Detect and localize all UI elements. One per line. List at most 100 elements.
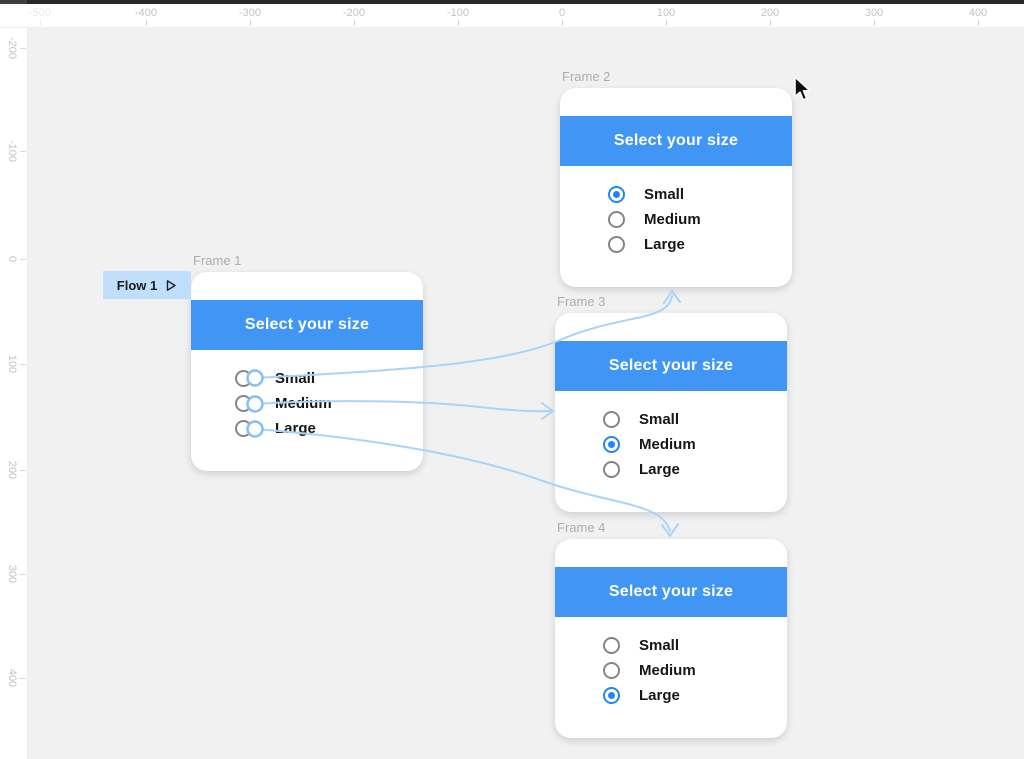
- radio-button-icon[interactable]: [608, 236, 625, 253]
- radio-button-icon[interactable]: [603, 436, 620, 453]
- ruler-tick: [20, 678, 26, 679]
- frame-title-bar: Select your size: [191, 300, 423, 350]
- ruler-tick-label: -200: [6, 36, 18, 60]
- radio-button-icon[interactable]: [603, 461, 620, 478]
- ruler-tick-label: 0: [6, 255, 18, 263]
- ruler-tick-label: -100: [6, 139, 18, 163]
- flow-badge-label: Flow 1: [116, 277, 158, 293]
- frame-name-label[interactable]: Frame 1: [193, 253, 242, 268]
- radio-option[interactable]: Small: [191, 366, 423, 391]
- ruler-tick: [20, 151, 26, 152]
- radio-button-icon[interactable]: [608, 211, 625, 228]
- frame-title-bar: Select your size: [555, 341, 787, 391]
- frame-title: Select your size: [608, 583, 734, 600]
- radio-option[interactable]: Medium: [555, 658, 787, 683]
- ruler-tick-label: -300: [238, 7, 262, 19]
- radio-button-icon[interactable]: [603, 687, 620, 704]
- mouse-cursor-icon: [794, 76, 811, 101]
- radio-option[interactable]: Large: [560, 232, 792, 257]
- radio-option-label: Large: [639, 687, 680, 704]
- radio-option[interactable]: Large: [191, 416, 423, 441]
- ruler-tick-label: 100: [656, 7, 676, 19]
- radio-option-label: Large: [644, 236, 685, 253]
- radio-option-label: Small: [275, 370, 316, 387]
- radio-option[interactable]: Medium: [191, 391, 423, 416]
- ruler-tick-label: 0: [558, 7, 566, 19]
- radio-option-label: Medium: [639, 662, 696, 679]
- radio-button-icon[interactable]: [235, 395, 252, 412]
- frame-title: Select your size: [613, 132, 739, 149]
- radio-option[interactable]: Large: [555, 457, 787, 482]
- radio-button-icon[interactable]: [235, 420, 252, 437]
- radio-button-icon[interactable]: [603, 411, 620, 428]
- frame-title: Select your size: [608, 357, 734, 374]
- radio-option-label: Large: [275, 420, 316, 437]
- radio-option-label: Medium: [644, 211, 701, 228]
- radio-button-icon[interactable]: [608, 186, 625, 203]
- radio-option[interactable]: Small: [555, 633, 787, 658]
- ruler-tick: [770, 20, 771, 26]
- radio-option-label: Medium: [275, 395, 332, 412]
- radio-option-label: Small: [644, 186, 685, 203]
- ruler-tick: [40, 20, 41, 26]
- ruler-tick-label: 400: [968, 7, 988, 19]
- radio-option[interactable]: Small: [560, 182, 792, 207]
- ruler-tick: [458, 20, 459, 26]
- frame-title-bar: Select your size: [555, 567, 787, 617]
- frame-name-label[interactable]: Frame 3: [557, 294, 606, 309]
- ruler-tick-label: 100: [6, 354, 18, 374]
- radio-button-icon[interactable]: [603, 662, 620, 679]
- arrowhead-right-icon: [541, 402, 554, 420]
- ruler-tick: [250, 20, 251, 26]
- ruler-vertical[interactable]: -200 -100 0 100 200 300 400: [0, 4, 28, 759]
- ruler-tick-label: -200: [342, 7, 366, 19]
- ruler-corner: [0, 0, 27, 4]
- radio-option-label: Medium: [639, 436, 696, 453]
- window-top-edge: [0, 0, 1024, 4]
- ruler-tick: [20, 470, 26, 471]
- flow-badge[interactable]: Flow 1: [103, 271, 191, 299]
- radio-option-label: Large: [639, 461, 680, 478]
- radio-button-icon[interactable]: [235, 370, 252, 387]
- ruler-tick: [20, 574, 26, 575]
- frame-name-label[interactable]: Frame 4: [557, 520, 606, 535]
- ruler-tick: [874, 20, 875, 26]
- radio-option[interactable]: Medium: [560, 207, 792, 232]
- arrowhead-down-icon: [661, 523, 679, 537]
- ruler-tick: [20, 48, 26, 49]
- arrowhead-up-icon: [663, 290, 681, 304]
- radio-option-label: Small: [639, 411, 680, 428]
- radio-button-icon[interactable]: [603, 637, 620, 654]
- ruler-tick-label: 300: [6, 564, 18, 584]
- ruler-tick-label: 200: [760, 7, 780, 19]
- ruler-tick: [978, 20, 979, 26]
- ruler-tick-label: 200: [6, 460, 18, 480]
- frame-name-label[interactable]: Frame 2: [562, 69, 611, 84]
- ruler-tick: [562, 20, 563, 26]
- ruler-tick: [146, 20, 147, 26]
- radio-option[interactable]: Medium: [555, 432, 787, 457]
- play-outline-icon[interactable]: [165, 279, 177, 292]
- ruler-tick: [20, 364, 26, 365]
- ruler-tick: [20, 259, 26, 260]
- frame-title-bar: Select your size: [560, 116, 792, 166]
- frame-title: Select your size: [244, 316, 370, 333]
- radio-option[interactable]: Large: [555, 683, 787, 708]
- ruler-tick-label: -400: [134, 7, 158, 19]
- ruler-tick: [666, 20, 667, 26]
- radio-option[interactable]: Small: [555, 407, 787, 432]
- ruler-tick-label: 400: [6, 668, 18, 688]
- ruler-tick-label: -500: [28, 7, 52, 19]
- radio-option-label: Small: [639, 637, 680, 654]
- ruler-tick: [354, 20, 355, 26]
